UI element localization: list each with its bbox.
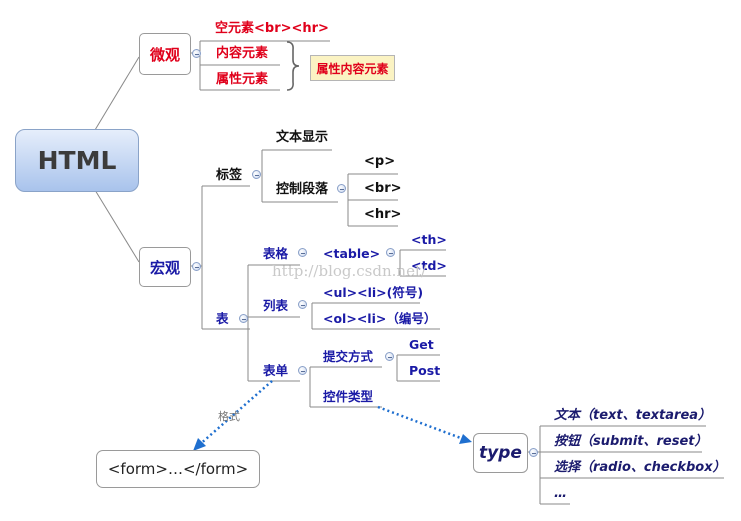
node-table[interactable]: 表格 [263,246,289,261]
collapse-toggle-type[interactable] [529,448,538,457]
node-form[interactable]: 表单 [263,363,289,378]
node-type-select[interactable]: 选择（radio、checkbox） [554,460,726,475]
root-node-html[interactable]: HTML [15,129,139,192]
node-type[interactable]: type [473,433,528,473]
node-list[interactable]: 列表 [263,298,289,313]
node-type-more[interactable]: … [554,486,567,501]
collapse-toggle-table[interactable] [298,248,307,257]
node-table-group[interactable]: 表 [216,311,229,326]
node-empty-element[interactable]: 空元素<br><hr> [215,21,329,36]
node-tag-hr[interactable]: <hr> [364,207,402,222]
node-control-paragraph[interactable]: 控制段落 [276,182,329,197]
collapse-toggle-table-tag[interactable] [386,248,395,257]
node-tag-p[interactable]: <p> [364,154,396,169]
collapse-toggle-submit[interactable] [385,352,394,361]
node-submit-method[interactable]: 提交方式 [323,349,374,364]
collapse-toggle-list[interactable] [298,300,307,309]
node-attribute-element[interactable]: 属性元素 [216,72,269,87]
node-tag-br[interactable]: <br> [364,181,402,196]
node-list-ul[interactable]: <ul><li>(符号) [323,285,424,300]
node-list-ol[interactable]: <ol><li>（编号） [323,311,437,326]
node-table-tag[interactable]: <table> [323,246,381,261]
collapse-toggle-form[interactable] [298,366,307,375]
node-tag-th[interactable]: <th> [411,232,447,247]
node-type-text[interactable]: 文本（text、textarea） [554,408,712,423]
node-submit-get[interactable]: Get [409,337,434,352]
watermark: http://blog.csdn.net/ [272,262,427,280]
node-macro[interactable]: 宏观 [139,247,191,287]
format-connector-label: 格式 [218,410,240,423]
node-text-display[interactable]: 文本显示 [276,130,329,145]
node-content-element[interactable]: 内容元素 [216,46,269,61]
node-tag-td[interactable]: <td> [411,258,447,273]
collapse-toggle-paragraph[interactable] [337,184,346,193]
node-control-type[interactable]: 控件类型 [323,389,374,404]
node-form-format[interactable]: <form>…</form> [96,450,260,488]
collapse-toggle-macro[interactable] [192,262,201,271]
node-type-button[interactable]: 按钮（submit、reset） [554,434,708,449]
node-micro[interactable]: 微观 [139,33,191,75]
collapse-toggle-micro[interactable] [192,49,201,58]
node-attribute-content-element[interactable]: 属性内容元素 [310,55,395,81]
node-tag[interactable]: 标签 [216,168,243,183]
collapse-toggle-tag[interactable] [252,170,261,179]
node-submit-post[interactable]: Post [409,363,441,378]
collapse-toggle-table-group[interactable] [239,314,248,323]
